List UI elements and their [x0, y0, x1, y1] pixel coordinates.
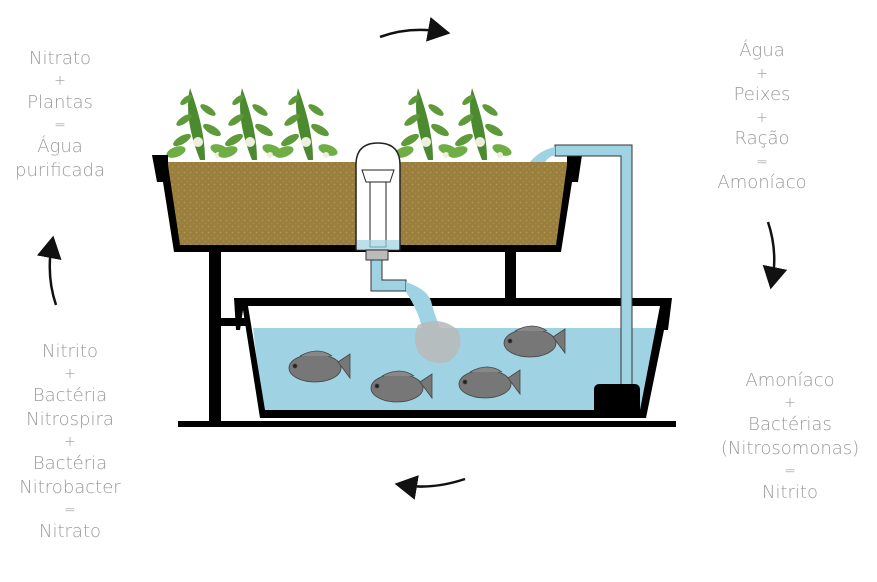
text-line: =	[784, 463, 796, 479]
text-line: Amoníaco	[717, 172, 807, 193]
text-line: +	[784, 395, 796, 411]
text-line: +	[64, 366, 76, 382]
text-line: Água	[739, 40, 785, 61]
text-line: Nitrito	[762, 482, 818, 503]
text-line: Nitrato	[28, 48, 92, 69]
text-line: Nitrospira	[26, 409, 114, 430]
tank-water	[253, 328, 662, 413]
text-bottom-left-nitrate: Nitrito + Bactéria Nitrospira + Bactéria…	[19, 340, 120, 544]
fish	[288, 350, 351, 383]
text-line: Nitrito	[42, 341, 98, 362]
stand-crossbar	[209, 318, 249, 326]
splash	[415, 321, 461, 363]
text-line: purificada	[15, 160, 105, 181]
stand-leg-left	[209, 252, 221, 425]
text-line: +	[756, 110, 768, 126]
text-line: Bactéria	[32, 453, 108, 474]
text-line: (Nitrosomonas)	[720, 438, 860, 459]
text-bottom-right-nitrite: Amoníaco + Bactérias (Nitrosomonas) = Ni…	[721, 369, 859, 505]
plants	[166, 88, 514, 161]
bell-siphon	[355, 142, 407, 292]
text-top-left-nitrate-plants: Nitrato + Plantas = Água purificada	[15, 47, 105, 183]
text-line: +	[756, 66, 768, 82]
text-line: Bactérias	[748, 414, 832, 435]
text-line: =	[756, 154, 768, 170]
cycle-arrow-bottom	[394, 475, 466, 500]
return-flow	[530, 147, 555, 162]
cycle-arrow-left	[36, 235, 62, 306]
text-line: Nitrato	[38, 521, 102, 542]
text-top-right-ammonia: Água + Peixes + Ração = Amoníaco	[717, 40, 806, 196]
cycle-arrow-right	[762, 221, 788, 290]
text-line: =	[64, 502, 76, 518]
text-line: Plantas	[27, 92, 93, 113]
text-line: Peixes	[733, 84, 791, 105]
text-line: Nitrobacter	[19, 477, 121, 498]
text-line: Água	[37, 136, 83, 157]
text-line: Amoníaco	[745, 370, 835, 391]
text-line: +	[64, 434, 76, 450]
text-line: Bactéria	[32, 385, 108, 406]
water-flow	[406, 282, 440, 328]
stand-leg-right	[505, 252, 516, 302]
water-pump	[594, 384, 640, 416]
base-line	[178, 421, 676, 427]
text-line: +	[54, 73, 66, 89]
text-line: =	[54, 117, 66, 133]
cycle-arrow-top	[379, 17, 451, 42]
text-line: Ração	[734, 128, 790, 149]
